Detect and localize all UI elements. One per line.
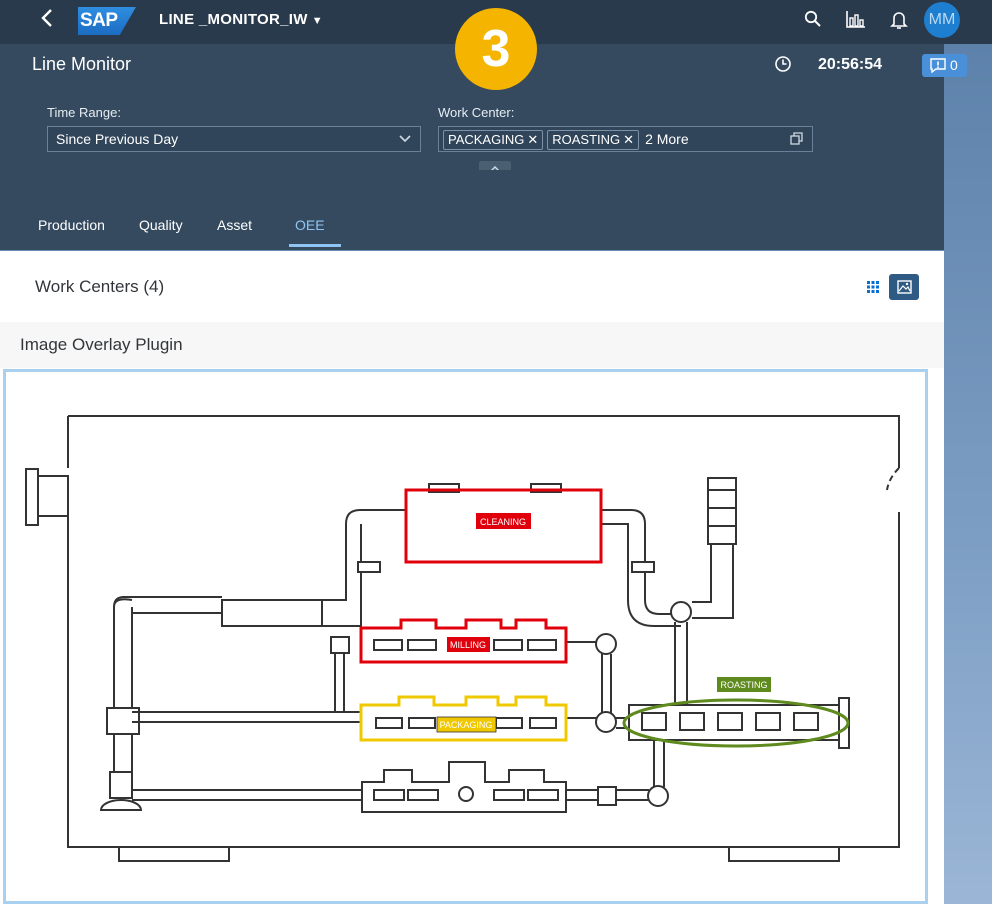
message-icon: [930, 58, 946, 74]
active-tab-indicator: [289, 244, 341, 247]
image-overlay-canvas[interactable]: CLEANING MILLING PACKAGING ROASTING: [3, 369, 928, 904]
notifications-icon[interactable]: [890, 10, 912, 32]
plugin-title: Image Overlay Plugin: [20, 335, 183, 354]
tab-oee[interactable]: OEE: [295, 217, 325, 233]
roasting-status-outline[interactable]: [622, 698, 850, 748]
tab-bar: [0, 170, 944, 250]
token-packaging[interactable]: PACKAGING✕: [443, 130, 544, 150]
avatar[interactable]: MM: [924, 2, 960, 38]
step-badge: 3: [455, 8, 537, 90]
milling-label[interactable]: MILLING: [450, 640, 486, 650]
notification-count: 0: [950, 57, 958, 73]
current-time: 20:56:54: [818, 56, 883, 73]
machine-outline: [25, 415, 900, 862]
milling-status-outline[interactable]: [359, 618, 568, 664]
grid-view-button[interactable]: [858, 274, 888, 300]
line-diagram: CLEANING MILLING PACKAGING ROASTING: [25, 415, 900, 862]
tab-asset[interactable]: Asset: [217, 217, 253, 233]
cleaning-label[interactable]: CLEANING: [480, 517, 526, 527]
milling-label-bg: [447, 637, 490, 652]
work-center-label: Work Center:: [438, 105, 515, 120]
search-icon[interactable]: [804, 10, 826, 32]
grid-icon: [867, 281, 879, 293]
app-title: LINE _MONITOR_IW: [159, 11, 308, 28]
image-icon: [897, 280, 912, 294]
chevron-up-icon: [490, 166, 500, 172]
content-panel: Work Centers (4) Image Overlay Plugin: [0, 251, 944, 904]
remove-token-icon[interactable]: ✕: [527, 132, 539, 147]
time-range-select[interactable]: Since Previous Day: [47, 126, 421, 152]
value-help-icon[interactable]: [790, 127, 804, 158]
cleaning-label-bg: [476, 513, 531, 529]
time-range-label: Time Range:: [47, 105, 121, 120]
plugin-header: [0, 322, 944, 368]
roasting-label[interactable]: ROASTING: [720, 680, 767, 690]
remove-token-icon[interactable]: ✕: [623, 132, 635, 147]
packaging-label-bg: [436, 716, 497, 733]
packaging-status-outline[interactable]: [359, 695, 568, 742]
insights-icon[interactable]: [846, 10, 868, 32]
packaging-label[interactable]: PACKAGING: [440, 720, 493, 730]
tab-production[interactable]: Production: [38, 217, 105, 233]
work-centers-title: Work Centers (4): [35, 277, 165, 296]
caret-down-icon: ▼: [311, 15, 323, 27]
app-title-menu[interactable]: LINE _MONITOR_IW▼: [159, 11, 323, 28]
notifications-button[interactable]: 0: [922, 54, 967, 77]
tab-quality[interactable]: Quality: [139, 217, 183, 233]
more-tokens-link[interactable]: 2 More: [645, 131, 689, 147]
sap-logo: SAP: [78, 7, 136, 35]
page-header: Line Monitor 20:56:54 0 Time Range: Sinc…: [0, 44, 967, 250]
time-range-value: Since Previous Day: [56, 131, 179, 147]
image-view-button[interactable]: [889, 274, 919, 300]
page-title: Line Monitor: [32, 54, 132, 74]
chevron-down-icon: [398, 127, 412, 158]
roasting-label-bg: [717, 677, 771, 692]
back-icon[interactable]: [40, 8, 60, 32]
cleaning-status-outline[interactable]: [404, 488, 603, 564]
token-roasting[interactable]: ROASTING✕: [547, 130, 640, 150]
work-center-multiinput[interactable]: PACKAGING✕ROASTING✕ 2 More: [438, 126, 813, 152]
clock-icon: [774, 55, 792, 73]
